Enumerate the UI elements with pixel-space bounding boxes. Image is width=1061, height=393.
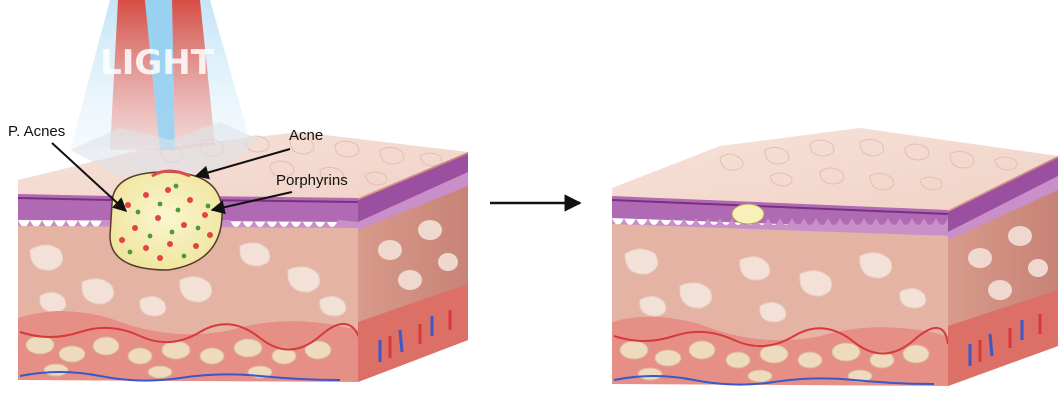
healed-lesion	[732, 204, 764, 224]
p-acnes-label: P. Acnes	[8, 123, 65, 140]
skin-block-before	[18, 132, 468, 382]
light-beam	[70, 0, 260, 176]
acne-lesion	[110, 171, 222, 270]
skin-block-after	[612, 128, 1058, 386]
light-label: LIGHT	[100, 43, 215, 83]
acne-label: Acne	[289, 127, 323, 144]
porphyrins-label: Porphyrins	[276, 172, 348, 189]
